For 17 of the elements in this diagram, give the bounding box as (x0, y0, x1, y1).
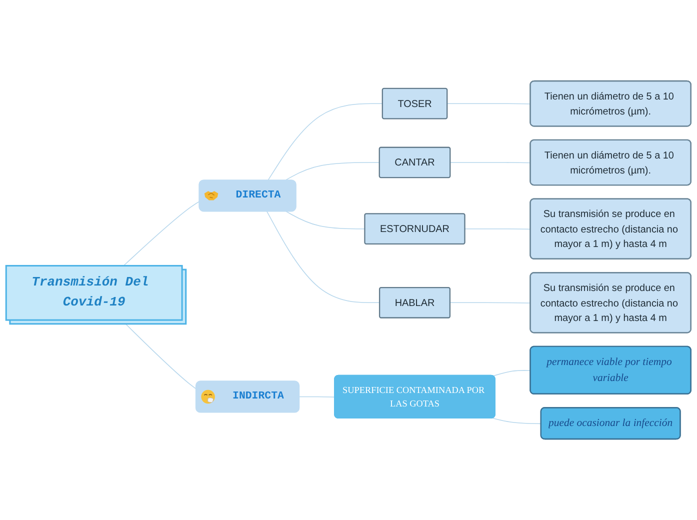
connector (268, 103, 383, 180)
node-box: ESTORNUDAR (364, 213, 466, 244)
connector (286, 162, 380, 180)
connector (266, 210, 380, 304)
node-box: HABLAR (378, 286, 451, 318)
node-box: TOSER (382, 88, 448, 120)
connector (446, 103, 532, 104)
connector (464, 228, 532, 230)
node-box: DIRECTA (198, 180, 296, 212)
connector (298, 396, 336, 398)
connector (286, 210, 366, 230)
connector (492, 370, 532, 376)
connector (492, 418, 542, 424)
node-box: CANTAR (378, 146, 451, 178)
connector (450, 162, 532, 164)
connector (450, 302, 532, 304)
node-box: INDIRCTA (195, 380, 300, 413)
